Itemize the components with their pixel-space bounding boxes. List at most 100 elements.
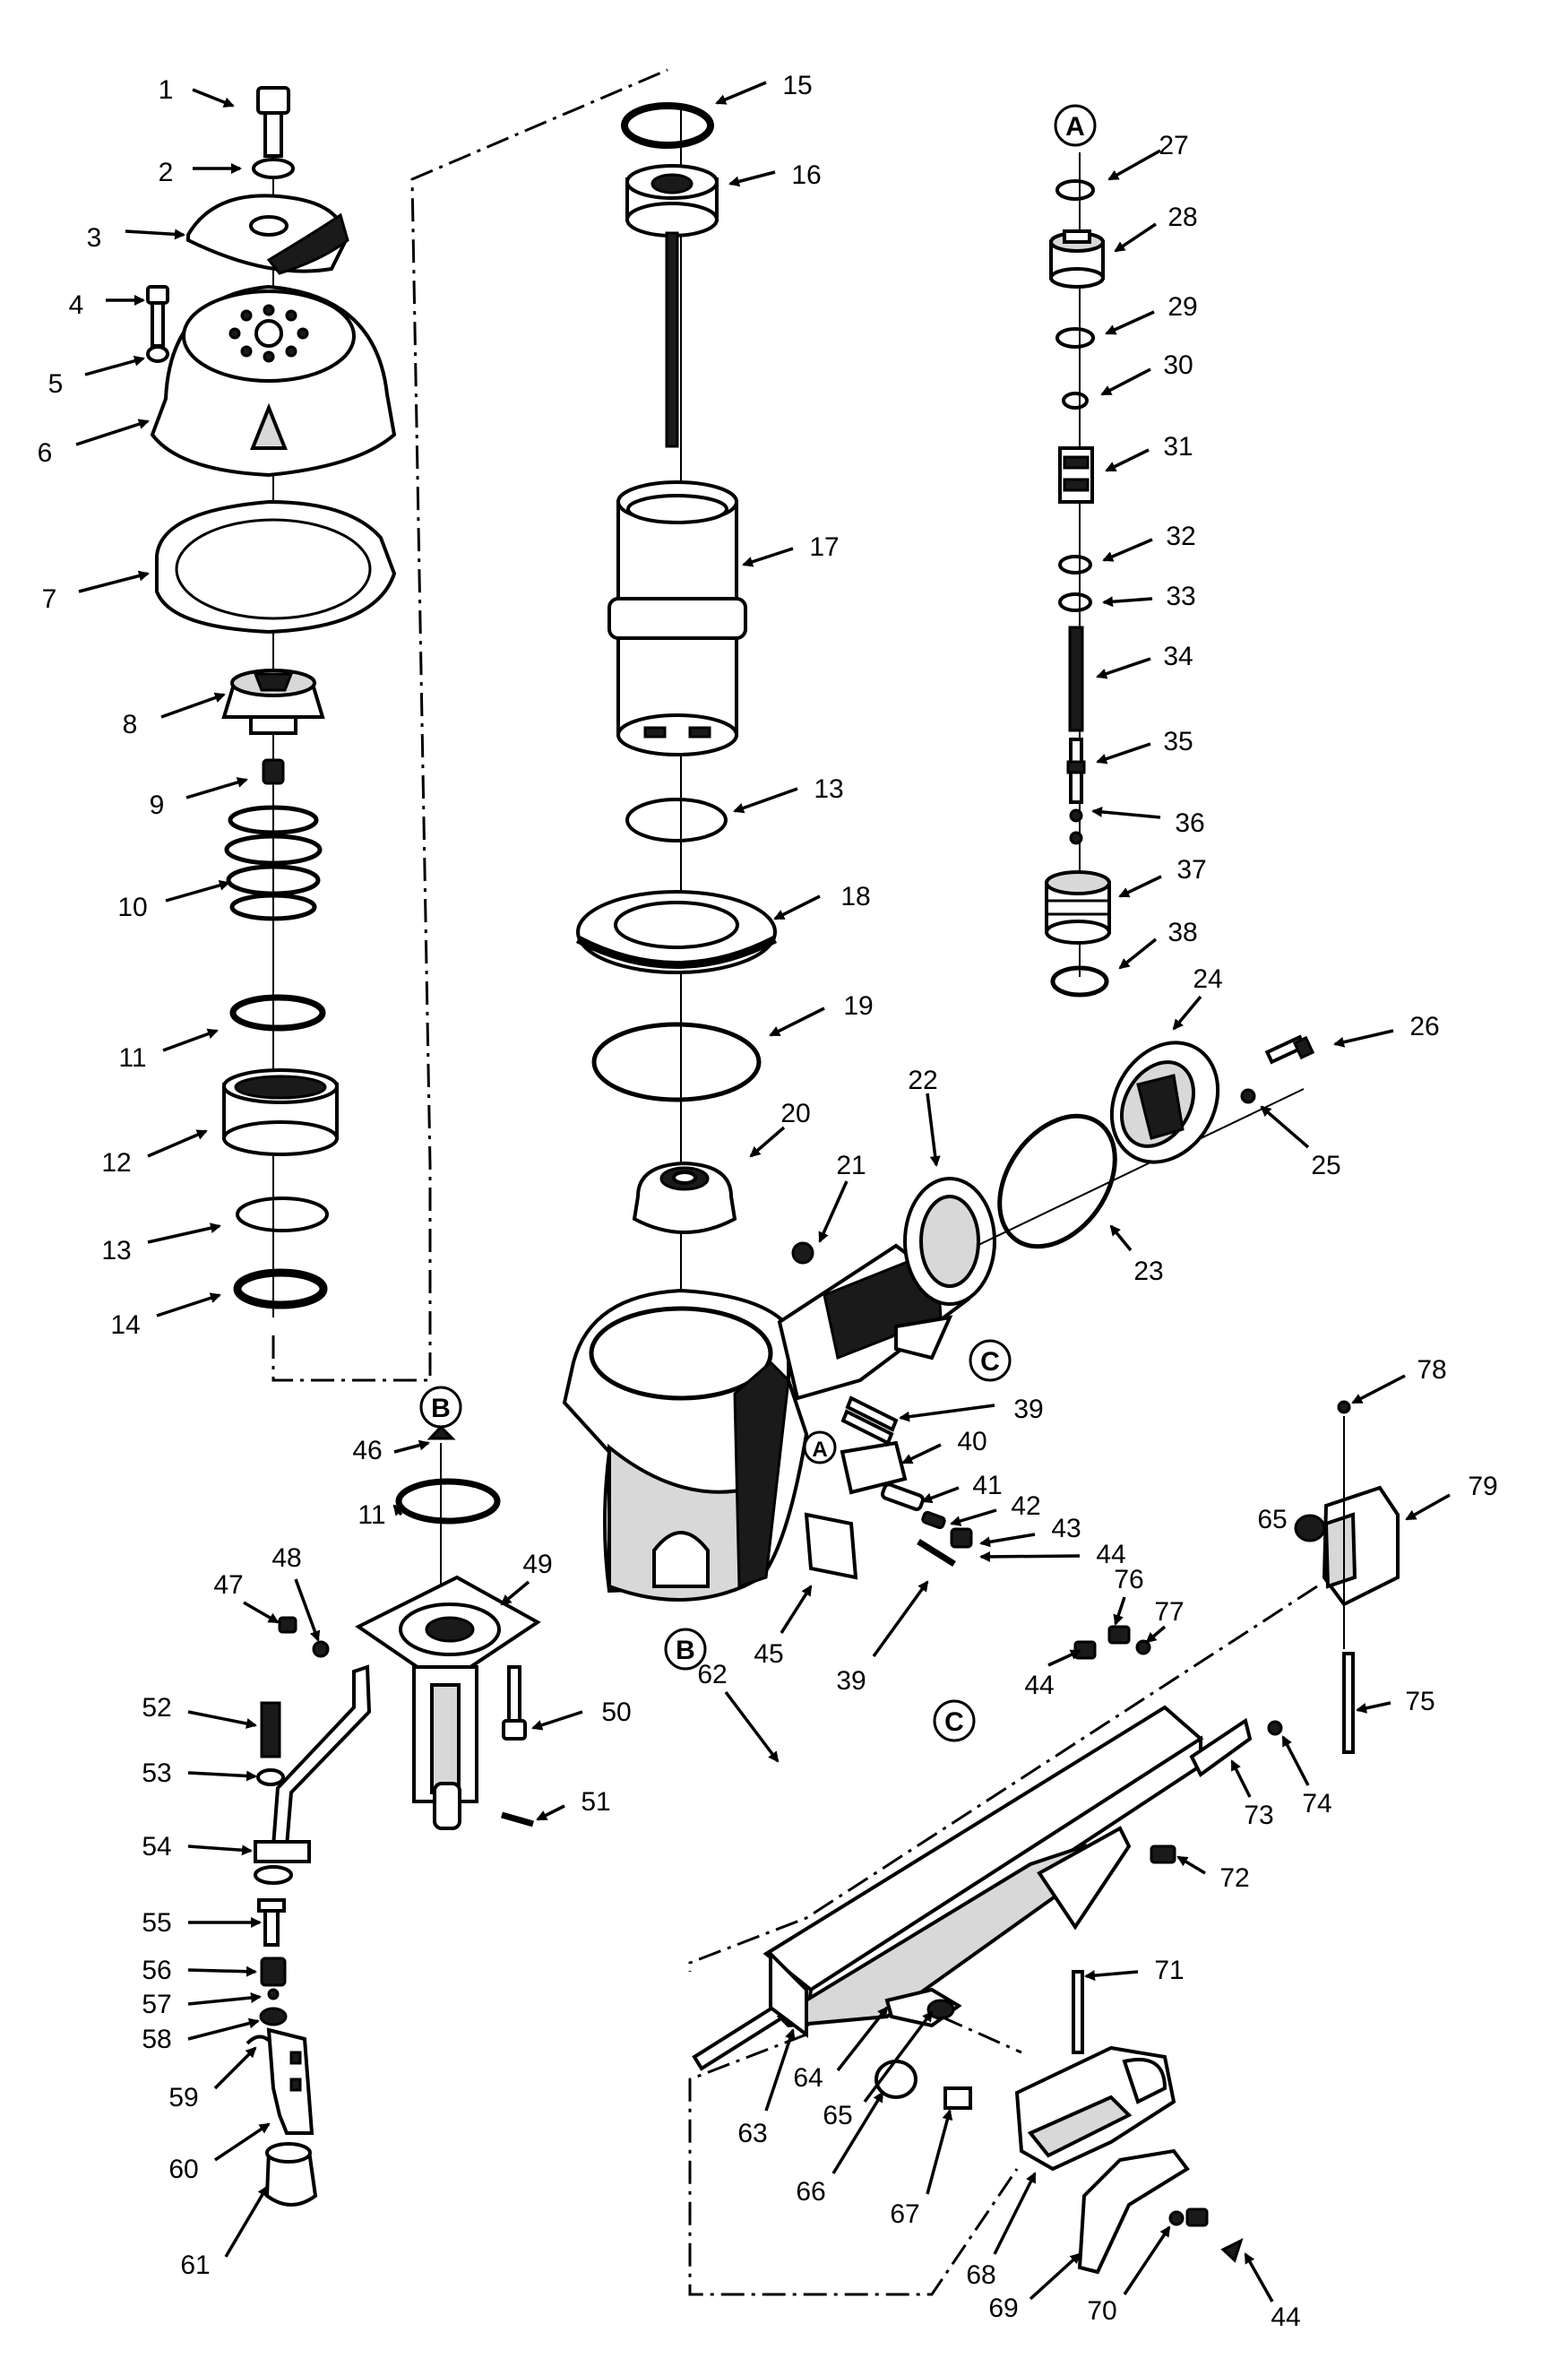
part-11-lower-o-ring — [395, 1478, 501, 1525]
callout-arrow — [764, 2028, 796, 2112]
part-71-roll-pin — [1072, 1970, 1084, 2054]
callout-37: 37 — [1118, 855, 1207, 898]
callout-arrow — [84, 355, 145, 376]
part-21-nut — [791, 1241, 814, 1265]
callout-10: 10 — [117, 879, 230, 922]
left-column-assembly — [146, 86, 397, 1317]
callout-49: 49 — [500, 1550, 553, 1606]
callout-arrow — [213, 2046, 257, 2090]
callout-55: 55 — [142, 1908, 262, 1938]
callout-number: 4 — [69, 290, 84, 320]
part-50-screw — [502, 1665, 527, 1741]
callout-arrow — [1109, 1224, 1133, 1252]
frame-housing — [562, 1288, 809, 1602]
callout-26: 26 — [1333, 1012, 1440, 1048]
callout-number: 21 — [836, 1151, 866, 1180]
callout-arrow — [1281, 1735, 1310, 1786]
callout-arrow — [1105, 448, 1150, 472]
callout-57: 57 — [142, 1990, 262, 2019]
part-9-nut — [262, 758, 285, 785]
callout-number: 44 — [1024, 1671, 1054, 1700]
part-78-ball — [1337, 1400, 1351, 1414]
callout-39: 39 — [836, 1580, 929, 1696]
callout-arrow — [294, 1578, 321, 1642]
callout-38: 38 — [1118, 918, 1198, 970]
part-13-o-ring — [236, 1196, 329, 1232]
callout-arrow — [187, 1844, 253, 1856]
part-39-pin-lower — [917, 1539, 956, 1567]
callout-number: 32 — [1166, 522, 1195, 551]
callout-73: 73 — [1230, 1759, 1274, 1830]
callout-number: 58 — [142, 2025, 171, 2054]
callout-number: 37 — [1176, 855, 1206, 885]
callout-number: 2 — [159, 158, 174, 187]
svg-text:A: A — [812, 1438, 827, 1462]
callout-arrow — [1102, 596, 1153, 608]
callout-number: 67 — [890, 2199, 919, 2229]
part-8-head-valve — [221, 669, 325, 735]
callout-46: 46 — [352, 1436, 430, 1465]
callout-arrow — [187, 1992, 262, 2006]
callout-52: 52 — [142, 1693, 257, 1729]
callout-17: 17 — [742, 532, 840, 567]
callout-69: 69 — [988, 2252, 1081, 2323]
callout-43: 43 — [979, 1514, 1081, 1548]
callout-11: 11 — [358, 1500, 404, 1530]
callout-number: 20 — [780, 1099, 810, 1128]
callout-61: 61 — [180, 2185, 269, 2280]
callout-number: 10 — [117, 893, 147, 922]
part-63-magazine — [762, 1705, 1204, 2038]
part-4-screw — [146, 285, 169, 348]
part-44-pointer — [1220, 2238, 1244, 2263]
callout-number: 72 — [1219, 1863, 1249, 1893]
callout-arrow — [125, 229, 185, 240]
callout-number: 55 — [142, 1908, 171, 1938]
callout-45: 45 — [754, 1585, 813, 1669]
callout-number: 34 — [1163, 642, 1193, 671]
callout-number: 59 — [168, 2083, 198, 2112]
part-42-spring — [921, 1510, 946, 1530]
part-7-cap-gasket — [155, 499, 397, 635]
callout-arrow — [1091, 806, 1161, 819]
callout-number: 74 — [1302, 1789, 1331, 1818]
part-25-washer — [1240, 1088, 1256, 1104]
assembly-path-trigger — [940, 2015, 1022, 2054]
callout-number: 14 — [110, 1310, 140, 1340]
callout-arrow — [1118, 937, 1158, 970]
callout-59: 59 — [168, 2046, 257, 2112]
part-53-washer — [256, 1768, 285, 1786]
callout-18: 18 — [773, 882, 871, 920]
callout-arrow — [214, 2122, 271, 2162]
callouts: 1234567891011121314151617131819202122232… — [38, 71, 1498, 2332]
part-15-o-ring — [621, 102, 714, 149]
part-49-nose-plate — [355, 1575, 541, 1830]
callout-number: 48 — [271, 1543, 301, 1573]
callout-arrow — [536, 1804, 565, 1821]
callout-number: 56 — [142, 1956, 171, 1985]
callout-number: 52 — [142, 1693, 171, 1723]
callout-number: 76 — [1114, 1565, 1143, 1594]
callout-40: 40 — [901, 1427, 987, 1464]
svg-text:B: B — [431, 1394, 451, 1423]
part-72-screw — [1150, 1844, 1176, 1864]
callout-arrow — [921, 1486, 960, 1504]
callout-7: 7 — [42, 570, 150, 614]
part-52-spring — [260, 1701, 281, 1758]
callout-number: 39 — [836, 1666, 866, 1696]
callout-9: 9 — [150, 777, 248, 820]
callout-4: 4 — [69, 290, 145, 320]
callout-number: 28 — [1167, 203, 1197, 232]
callout-number: 43 — [1051, 1514, 1081, 1543]
callout-arrow — [899, 1404, 995, 1422]
callout-number: 19 — [843, 991, 873, 1021]
callout-arrow — [1244, 2252, 1274, 2302]
callout-44: 44 — [979, 1540, 1126, 1569]
callout-arrow — [872, 1580, 929, 1658]
part-5-washer — [146, 345, 169, 363]
callout-arrow — [500, 1580, 530, 1606]
callout-number: 64 — [793, 2063, 823, 2093]
callout-23: 23 — [1109, 1224, 1164, 1286]
callout-number: 7 — [42, 584, 57, 614]
part-68-nose-housing — [1014, 2045, 1176, 2172]
callout-arrow — [1084, 1970, 1139, 1982]
